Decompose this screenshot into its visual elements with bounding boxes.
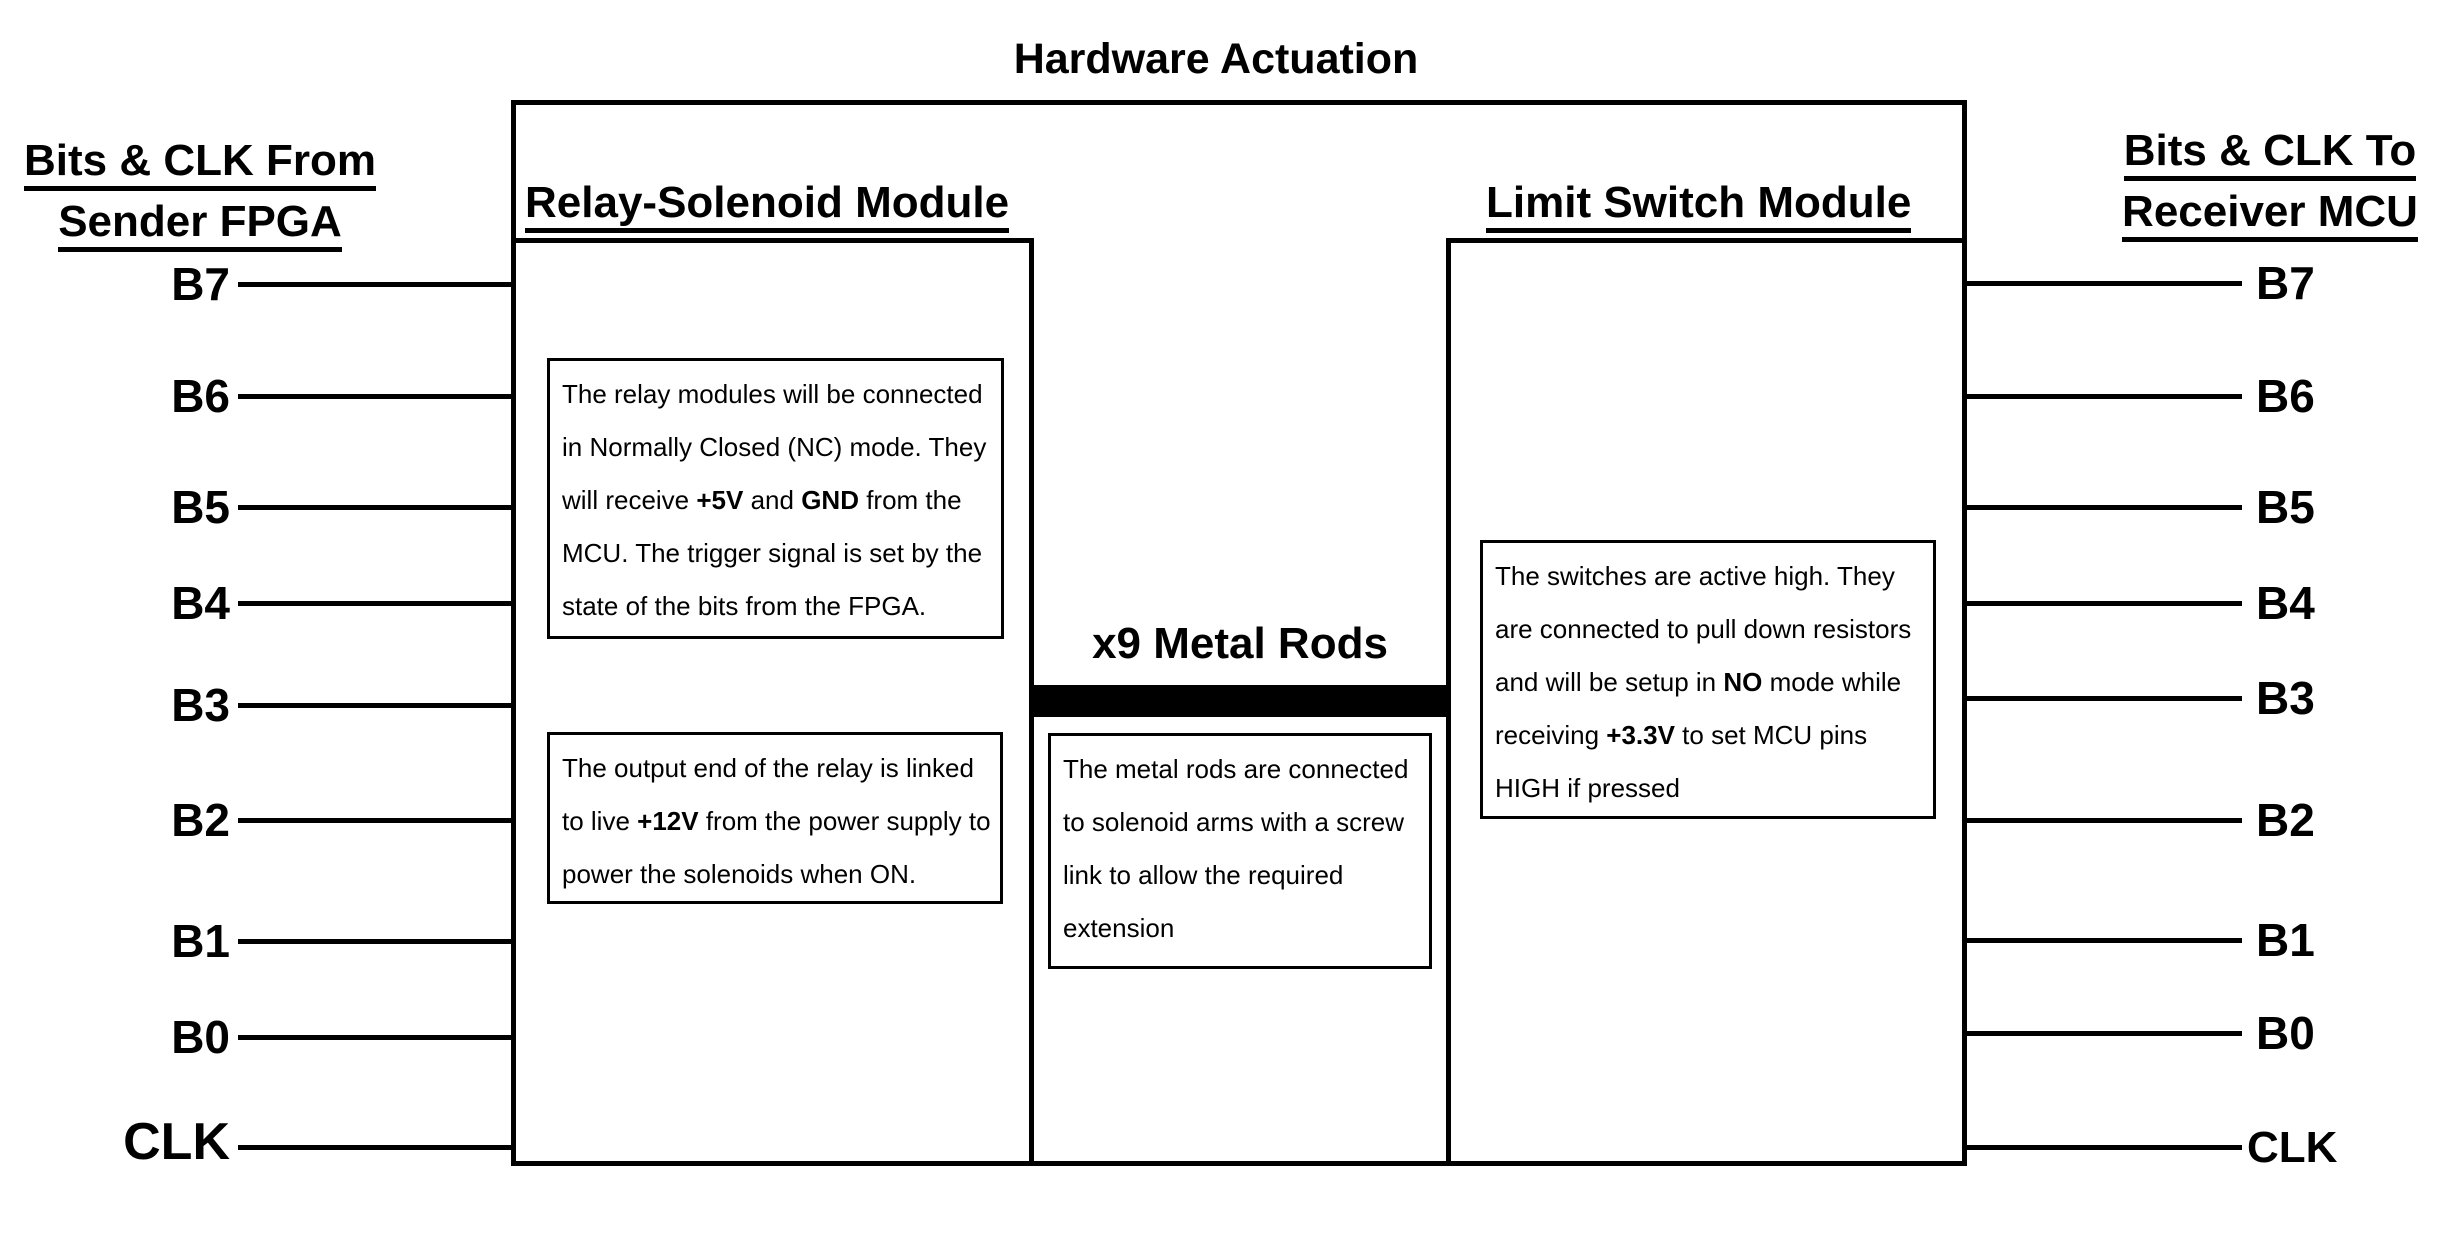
right-line-b2 (1964, 818, 2242, 823)
limit-module-box (1446, 238, 1967, 1166)
left-label-b6: B6 (171, 370, 230, 422)
left-header-line1: Bits & CLK From (24, 138, 376, 191)
left-label-b7: B7 (171, 258, 230, 310)
left-line-b2 (238, 818, 514, 823)
left-label-b2: B2 (171, 794, 230, 846)
left-line-b6 (238, 394, 514, 399)
relay-note-nc-mode: The relay modules will be connected in N… (547, 358, 1004, 639)
left-line-b5 (238, 505, 514, 510)
note-line: state of the bits from the FPGA. (562, 591, 927, 621)
right-header-line1: Bits & CLK To (2123, 128, 2417, 181)
note-line: will receive +5V and GND from the (562, 485, 962, 515)
right-label-b7: B7 (2256, 257, 2315, 309)
relay-module-box (511, 238, 1034, 1166)
note-line: The output end of the relay is linked (562, 753, 974, 783)
limit-module-heading: Limit Switch Module (1486, 178, 1912, 233)
note-line: power the solenoids when ON. (562, 859, 917, 889)
right-line-b7 (1964, 281, 2242, 286)
left-header: Bits & CLK From Sender FPGA (5, 136, 395, 258)
right-label-b3: B3 (2256, 672, 2315, 724)
metal-rods-label: x9 Metal Rods (1092, 619, 1388, 668)
note-line: are connected to pull down resistors (1495, 614, 1912, 644)
right-label-b6: B6 (2256, 370, 2315, 422)
right-line-b4 (1964, 601, 2242, 606)
left-line-b1 (238, 939, 514, 944)
left-line-clk (238, 1145, 514, 1150)
limit-switch-note: The switches are active high. They are c… (1480, 540, 1936, 819)
page-title: Hardware Actuation (1013, 35, 1419, 83)
left-header-line2: Sender FPGA (58, 199, 342, 252)
note-line: link to allow the required (1063, 860, 1344, 890)
note-line: to solenoid arms with a screw (1063, 807, 1405, 837)
right-line-b3 (1964, 696, 2242, 701)
right-label-b2: B2 (2256, 794, 2315, 846)
relay-note-12v: The output end of the relay is linked to… (547, 732, 1003, 904)
note-line: to live +12V from the power supply to (562, 806, 991, 836)
left-label-b3: B3 (171, 679, 230, 731)
right-label-b0: B0 (2256, 1007, 2315, 1059)
left-line-b3 (238, 703, 514, 708)
left-label-b5: B5 (171, 481, 230, 533)
left-label-clk: CLK (123, 1113, 230, 1171)
right-line-b6 (1964, 394, 2242, 399)
note-line: extension (1063, 913, 1175, 943)
right-line-b1 (1964, 938, 2242, 943)
right-header-line2: Receiver MCU (2122, 189, 2418, 242)
note-line: The metal rods are connected (1063, 754, 1409, 784)
right-header: Bits & CLK To Receiver MCU (2085, 126, 2444, 248)
metal-rods-note: The metal rods are connected to solenoid… (1048, 733, 1432, 969)
left-line-b7 (238, 282, 514, 287)
note-line: HIGH if pressed (1495, 773, 1680, 803)
right-label-clk: CLK (2247, 1123, 2338, 1172)
note-line: receiving +3.3V to set MCU pins (1495, 720, 1868, 750)
left-line-b4 (238, 601, 514, 606)
right-line-clk (1964, 1145, 2242, 1150)
metal-rods-bar (1032, 685, 1448, 717)
note-line: The relay modules will be connected (562, 379, 983, 409)
left-label-b4: B4 (171, 577, 230, 629)
note-line: in Normally Closed (NC) mode. They (562, 432, 987, 462)
left-label-b1: B1 (171, 915, 230, 967)
note-line: MCU. The trigger signal is set by the (562, 538, 983, 568)
left-line-b0 (238, 1035, 514, 1040)
note-line: and will be setup in NO mode while (1495, 667, 1902, 697)
right-label-b4: B4 (2256, 577, 2315, 629)
right-line-b5 (1964, 505, 2242, 510)
right-line-b0 (1964, 1031, 2242, 1036)
right-label-b1: B1 (2256, 914, 2315, 966)
left-label-b0: B0 (171, 1011, 230, 1063)
note-line: The switches are active high. They (1495, 561, 1895, 591)
relay-module-heading: Relay-Solenoid Module (525, 178, 1010, 233)
right-label-b5: B5 (2256, 481, 2315, 533)
